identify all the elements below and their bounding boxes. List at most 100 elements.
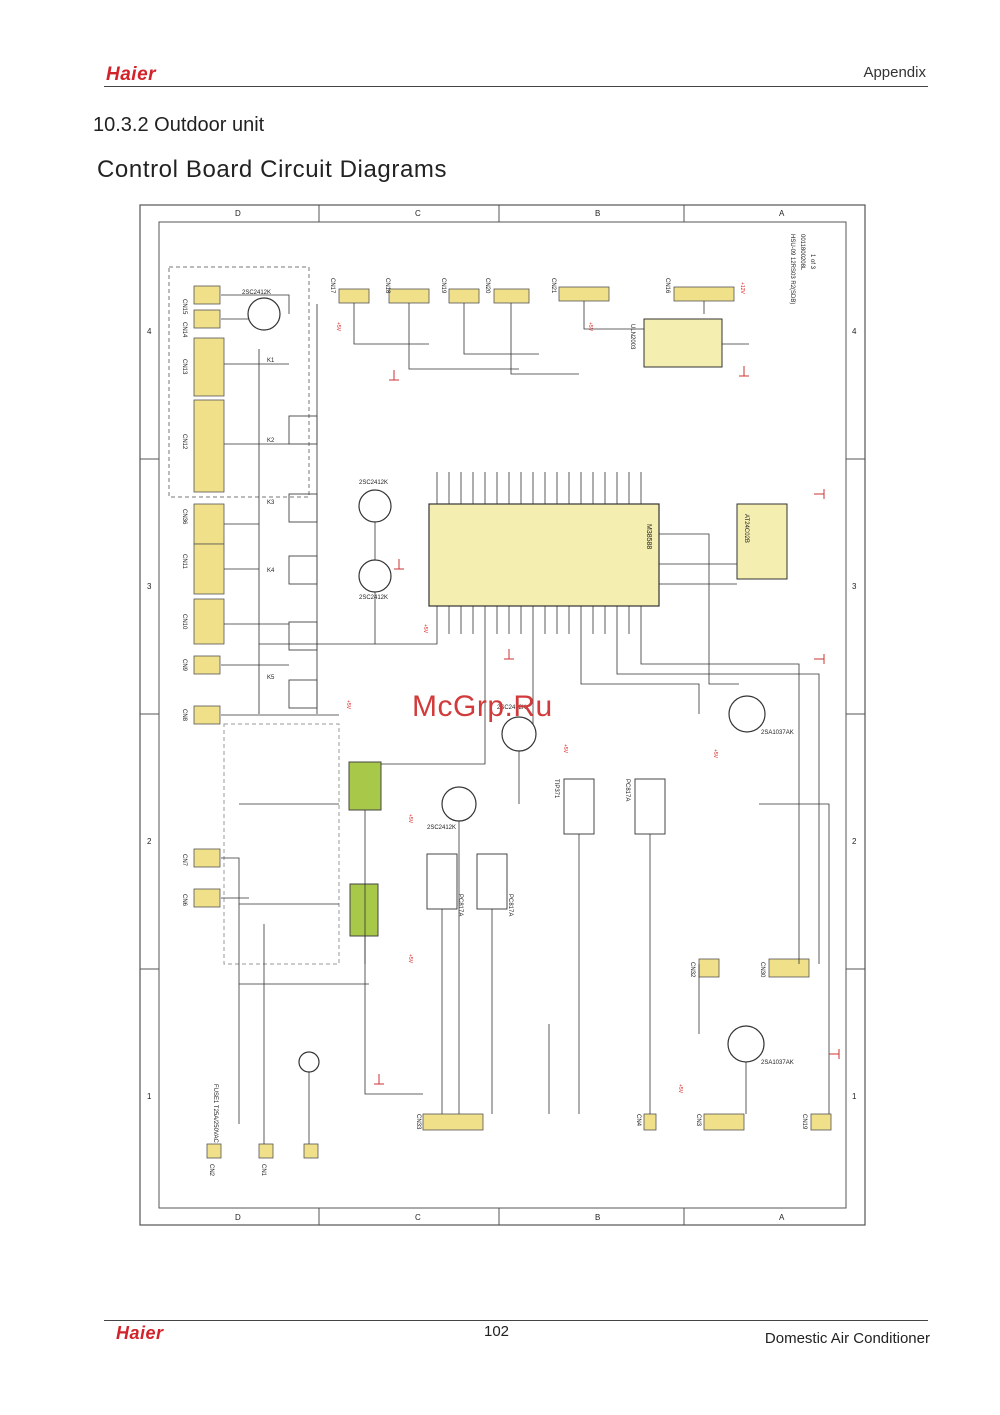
svg-text:CN3: CN3 (695, 1114, 701, 1127)
terminal-block-lower (349, 883, 379, 937)
wiring-traces (221, 294, 830, 1144)
svg-text:+5V: +5V (712, 749, 718, 759)
svg-text:+5V: +5V (407, 814, 413, 824)
circuit-diagram-svg: D C B A D C B A 4 3 2 1 4 3 2 1 (139, 204, 866, 1226)
svg-text:CN9: CN9 (181, 659, 187, 672)
mcu-chip (428, 503, 660, 607)
footer-document-title: Domestic Air Conditioner (764, 1330, 930, 1347)
footer-divider (104, 1320, 928, 1321)
header-divider (104, 86, 928, 87)
svg-text:CN14: CN14 (181, 322, 187, 338)
svg-text:CN17: CN17 (329, 278, 335, 294)
svg-text:CN19: CN19 (801, 1114, 807, 1130)
svg-text:CN8: CN8 (181, 709, 187, 722)
svg-text:CN18: CN18 (384, 278, 390, 294)
circuit-diagram: D C B A D C B A 4 3 2 1 4 3 2 1 (139, 204, 866, 1226)
top-connector-labels: CN17 CN18 CN19 CN20 CN21 CN16 (329, 278, 670, 294)
relay-labels: K1 K2 K3 K4 K5 (267, 358, 275, 681)
svg-text:2SC2412K: 2SC2412K (242, 290, 271, 296)
mcu-label: M38588 (645, 524, 652, 549)
frame-col-label: D (235, 1213, 241, 1222)
svg-text:CN11: CN11 (181, 554, 187, 570)
ground-symbols (374, 366, 840, 1085)
header-brand-logo: Haier (106, 64, 157, 85)
page-number: 102 (484, 1323, 510, 1340)
svg-text:+5V: +5V (677, 1084, 683, 1094)
driver-label: ULN2003 (629, 324, 635, 350)
svg-text:+5V: +5V (345, 700, 351, 710)
frame-row-label: 4 (852, 327, 857, 336)
title-block: HSU-09 12RS03 R2(SDB) 0011800208L 1 of 3 (789, 234, 815, 304)
power-flags: +5V +5V +12V +5V +5V +5V +5V +5V +5V +5V (335, 282, 745, 1094)
svg-text:PC817A: PC817A (457, 894, 463, 916)
terminal-block-upper (348, 761, 382, 811)
top-connectors (338, 286, 735, 304)
svg-text:+5V: +5V (422, 624, 428, 634)
frame-col-label: B (595, 1213, 600, 1222)
svg-text:2SA1037AK: 2SA1037AK (761, 730, 794, 736)
frame-row-label: 3 (147, 582, 152, 591)
left-connectors (193, 285, 225, 908)
svg-text:+5V: +5V (335, 322, 341, 332)
svg-text:2SC2412K: 2SC2412K (427, 825, 456, 831)
svg-text:K1: K1 (267, 358, 275, 364)
svg-text:CN13: CN13 (181, 359, 187, 375)
svg-text:+5V: +5V (562, 744, 568, 754)
svg-text:K2: K2 (267, 438, 275, 444)
svg-text:K3: K3 (267, 500, 275, 506)
svg-text:PC817A: PC817A (507, 894, 513, 916)
page-title: Control Board Circuit Diagrams (97, 156, 448, 183)
svg-text:0011800208L: 0011800208L (799, 234, 805, 271)
svg-text:K5: K5 (267, 675, 275, 681)
svg-text:1 of 3: 1 of 3 (809, 254, 815, 270)
svg-text:2SA1037AK: 2SA1037AK (761, 1060, 794, 1066)
frame-col-label: C (415, 1213, 421, 1222)
frame-row-label: 3 (852, 582, 857, 591)
bottom-connectors (206, 958, 832, 1159)
frame-col-label: C (415, 209, 421, 218)
frame-col-label: D (235, 209, 241, 218)
eeprom-label: AT24C02B (743, 514, 749, 543)
frame-col-label: A (779, 209, 785, 218)
frame-outer (139, 204, 866, 1226)
svg-text:TIP371: TIP371 (553, 779, 559, 799)
fuse-label: FUSE1 T25A/250VAC (212, 1084, 218, 1143)
frame-row-label: 4 (147, 327, 152, 336)
frame-row-label: 1 (147, 1092, 152, 1101)
optocoupler-labels: PC817A PC817A TIP371 PC817A (457, 779, 630, 916)
svg-text:CN21: CN21 (550, 278, 556, 294)
footer-brand-logo: Haier (116, 1323, 164, 1343)
left-connector-labels: CN15 CN14 CN13 CN12 CN36 CN11 CN10 CN9 C… (181, 299, 187, 907)
svg-text:CN20: CN20 (484, 278, 490, 294)
svg-text:CN6: CN6 (181, 894, 187, 907)
svg-text:2SC2412K: 2SC2412K (359, 595, 388, 601)
frame-inner (158, 221, 847, 1209)
svg-text:CN15: CN15 (181, 299, 187, 315)
svg-text:CN33: CN33 (415, 1114, 421, 1130)
svg-text:CN2: CN2 (208, 1164, 214, 1177)
svg-text:+5V: +5V (407, 954, 413, 964)
svg-text:+5V: +5V (587, 322, 593, 332)
svg-text:CN1: CN1 (260, 1164, 266, 1177)
bottom-connector-labels: CN33 CN4 CN3 CN19 CN2 CN1 CN32 CN30 (208, 962, 807, 1177)
header-section-title: Appendix (863, 64, 926, 81)
svg-text:HSU-09 12RS03 R2(SDB): HSU-09 12RS03 R2(SDB) (789, 234, 795, 304)
frame-row-label: 2 (147, 837, 152, 846)
svg-text:CN30: CN30 (759, 962, 765, 978)
frame-col-label: A (779, 1213, 785, 1222)
svg-text:CN36: CN36 (181, 509, 187, 525)
svg-text:CN32: CN32 (689, 962, 695, 978)
watermark: McGrp.Ru (412, 690, 553, 723)
transistor-labels: 2SC2412K 2SC2412K 2SC2412K 2SC2412K 2SC2… (242, 290, 794, 1066)
transistors (247, 297, 766, 1073)
svg-text:+12V: +12V (739, 282, 745, 294)
svg-text:CN19: CN19 (440, 278, 446, 294)
frame-row-label: 2 (852, 837, 857, 846)
mcu-pins (436, 472, 642, 634)
frame-row-label: 1 (852, 1092, 857, 1101)
section-subtitle: 10.3.2 Outdoor unit (93, 114, 265, 136)
svg-text:2SC2412K: 2SC2412K (497, 705, 526, 711)
driver-chip (643, 318, 723, 368)
svg-text:CN4: CN4 (635, 1114, 641, 1127)
svg-text:CN7: CN7 (181, 854, 187, 867)
